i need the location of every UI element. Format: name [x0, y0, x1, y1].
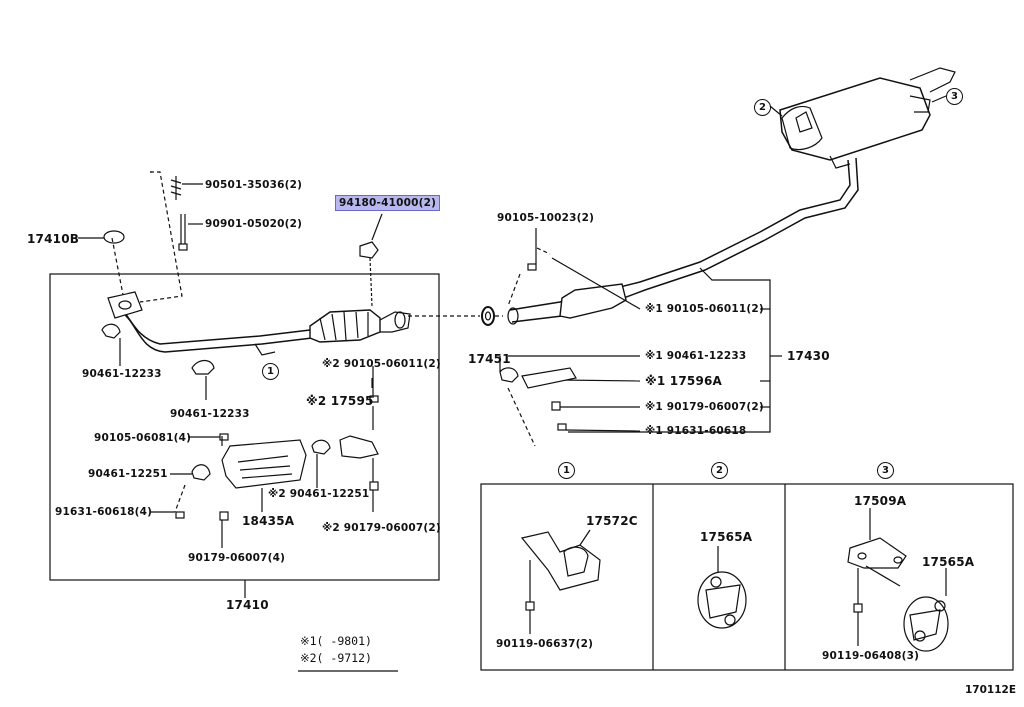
part-90119-06637[interactable]: 90119-06637(2)	[496, 638, 594, 650]
part-90901-05020[interactable]: 90901-05020(2)	[205, 218, 303, 230]
callout-3-top: 3	[946, 88, 963, 105]
part-90179-06007-c[interactable]: ※1 90179-06007(2)	[645, 401, 764, 413]
part-17572C[interactable]: 17572C	[586, 514, 638, 528]
part-90105-06081[interactable]: 90105-06081(4)	[94, 432, 192, 444]
part-90105-10023[interactable]: 90105-10023(2)	[497, 212, 595, 224]
part-17596A[interactable]: ※1 17596A	[645, 374, 723, 388]
part-17410B[interactable]: 17410B	[27, 232, 80, 246]
part-94180-41000-highlighted[interactable]: 94180-41000(2)	[335, 195, 441, 211]
part-91631-60618-b[interactable]: ※1 91631-60618	[645, 425, 747, 437]
part-90179-06007-b[interactable]: ※2 90179-06007(2)	[322, 522, 441, 534]
callout-1-top: 1	[262, 363, 279, 380]
callout-1-detail: 1	[558, 462, 575, 479]
part-17565A-a[interactable]: 17565A	[700, 530, 753, 544]
diagram-code: 170112E	[965, 684, 1017, 696]
part-90179-06007-a[interactable]: 90179-06007(4)	[188, 552, 286, 564]
callout-3-detail: 3	[877, 462, 894, 479]
part-17565A-b[interactable]: 17565A	[922, 555, 975, 569]
note-1: ※1( -9801)	[300, 634, 372, 648]
part-90461-12251-a[interactable]: 90461-12251	[88, 468, 168, 480]
note-2: ※2( -9712)	[300, 651, 372, 665]
part-90105-06011-b[interactable]: ※1 90105-06011(2)	[645, 303, 764, 315]
part-90501-35036[interactable]: 90501-35036(2)	[205, 179, 303, 191]
part-18435A[interactable]: 18435A	[242, 514, 295, 528]
part-90105-06011-a[interactable]: ※2 90105-06011(2)	[322, 358, 441, 370]
part-90461-12233-a[interactable]: 90461-12233	[82, 368, 162, 380]
part-17410[interactable]: 17410	[226, 598, 269, 612]
part-90461-12233-b[interactable]: 90461-12233	[170, 408, 250, 420]
part-91631-60618-a[interactable]: 91631-60618(4)	[55, 506, 153, 518]
callout-2-detail: 2	[711, 462, 728, 479]
part-17430[interactable]: 17430	[787, 349, 830, 363]
callout-2-top: 2	[754, 99, 771, 116]
part-17509A[interactable]: 17509A	[854, 494, 907, 508]
part-17595[interactable]: ※2 17595	[306, 394, 374, 408]
part-17451[interactable]: 17451	[468, 352, 511, 366]
detail-frame	[480, 483, 1014, 671]
part-90119-06408[interactable]: 90119-06408(3)	[822, 650, 920, 662]
part-90461-12251-b[interactable]: ※2 90461-12251	[268, 488, 370, 500]
part-90461-12233-c[interactable]: ※1 90461-12233	[645, 350, 747, 362]
